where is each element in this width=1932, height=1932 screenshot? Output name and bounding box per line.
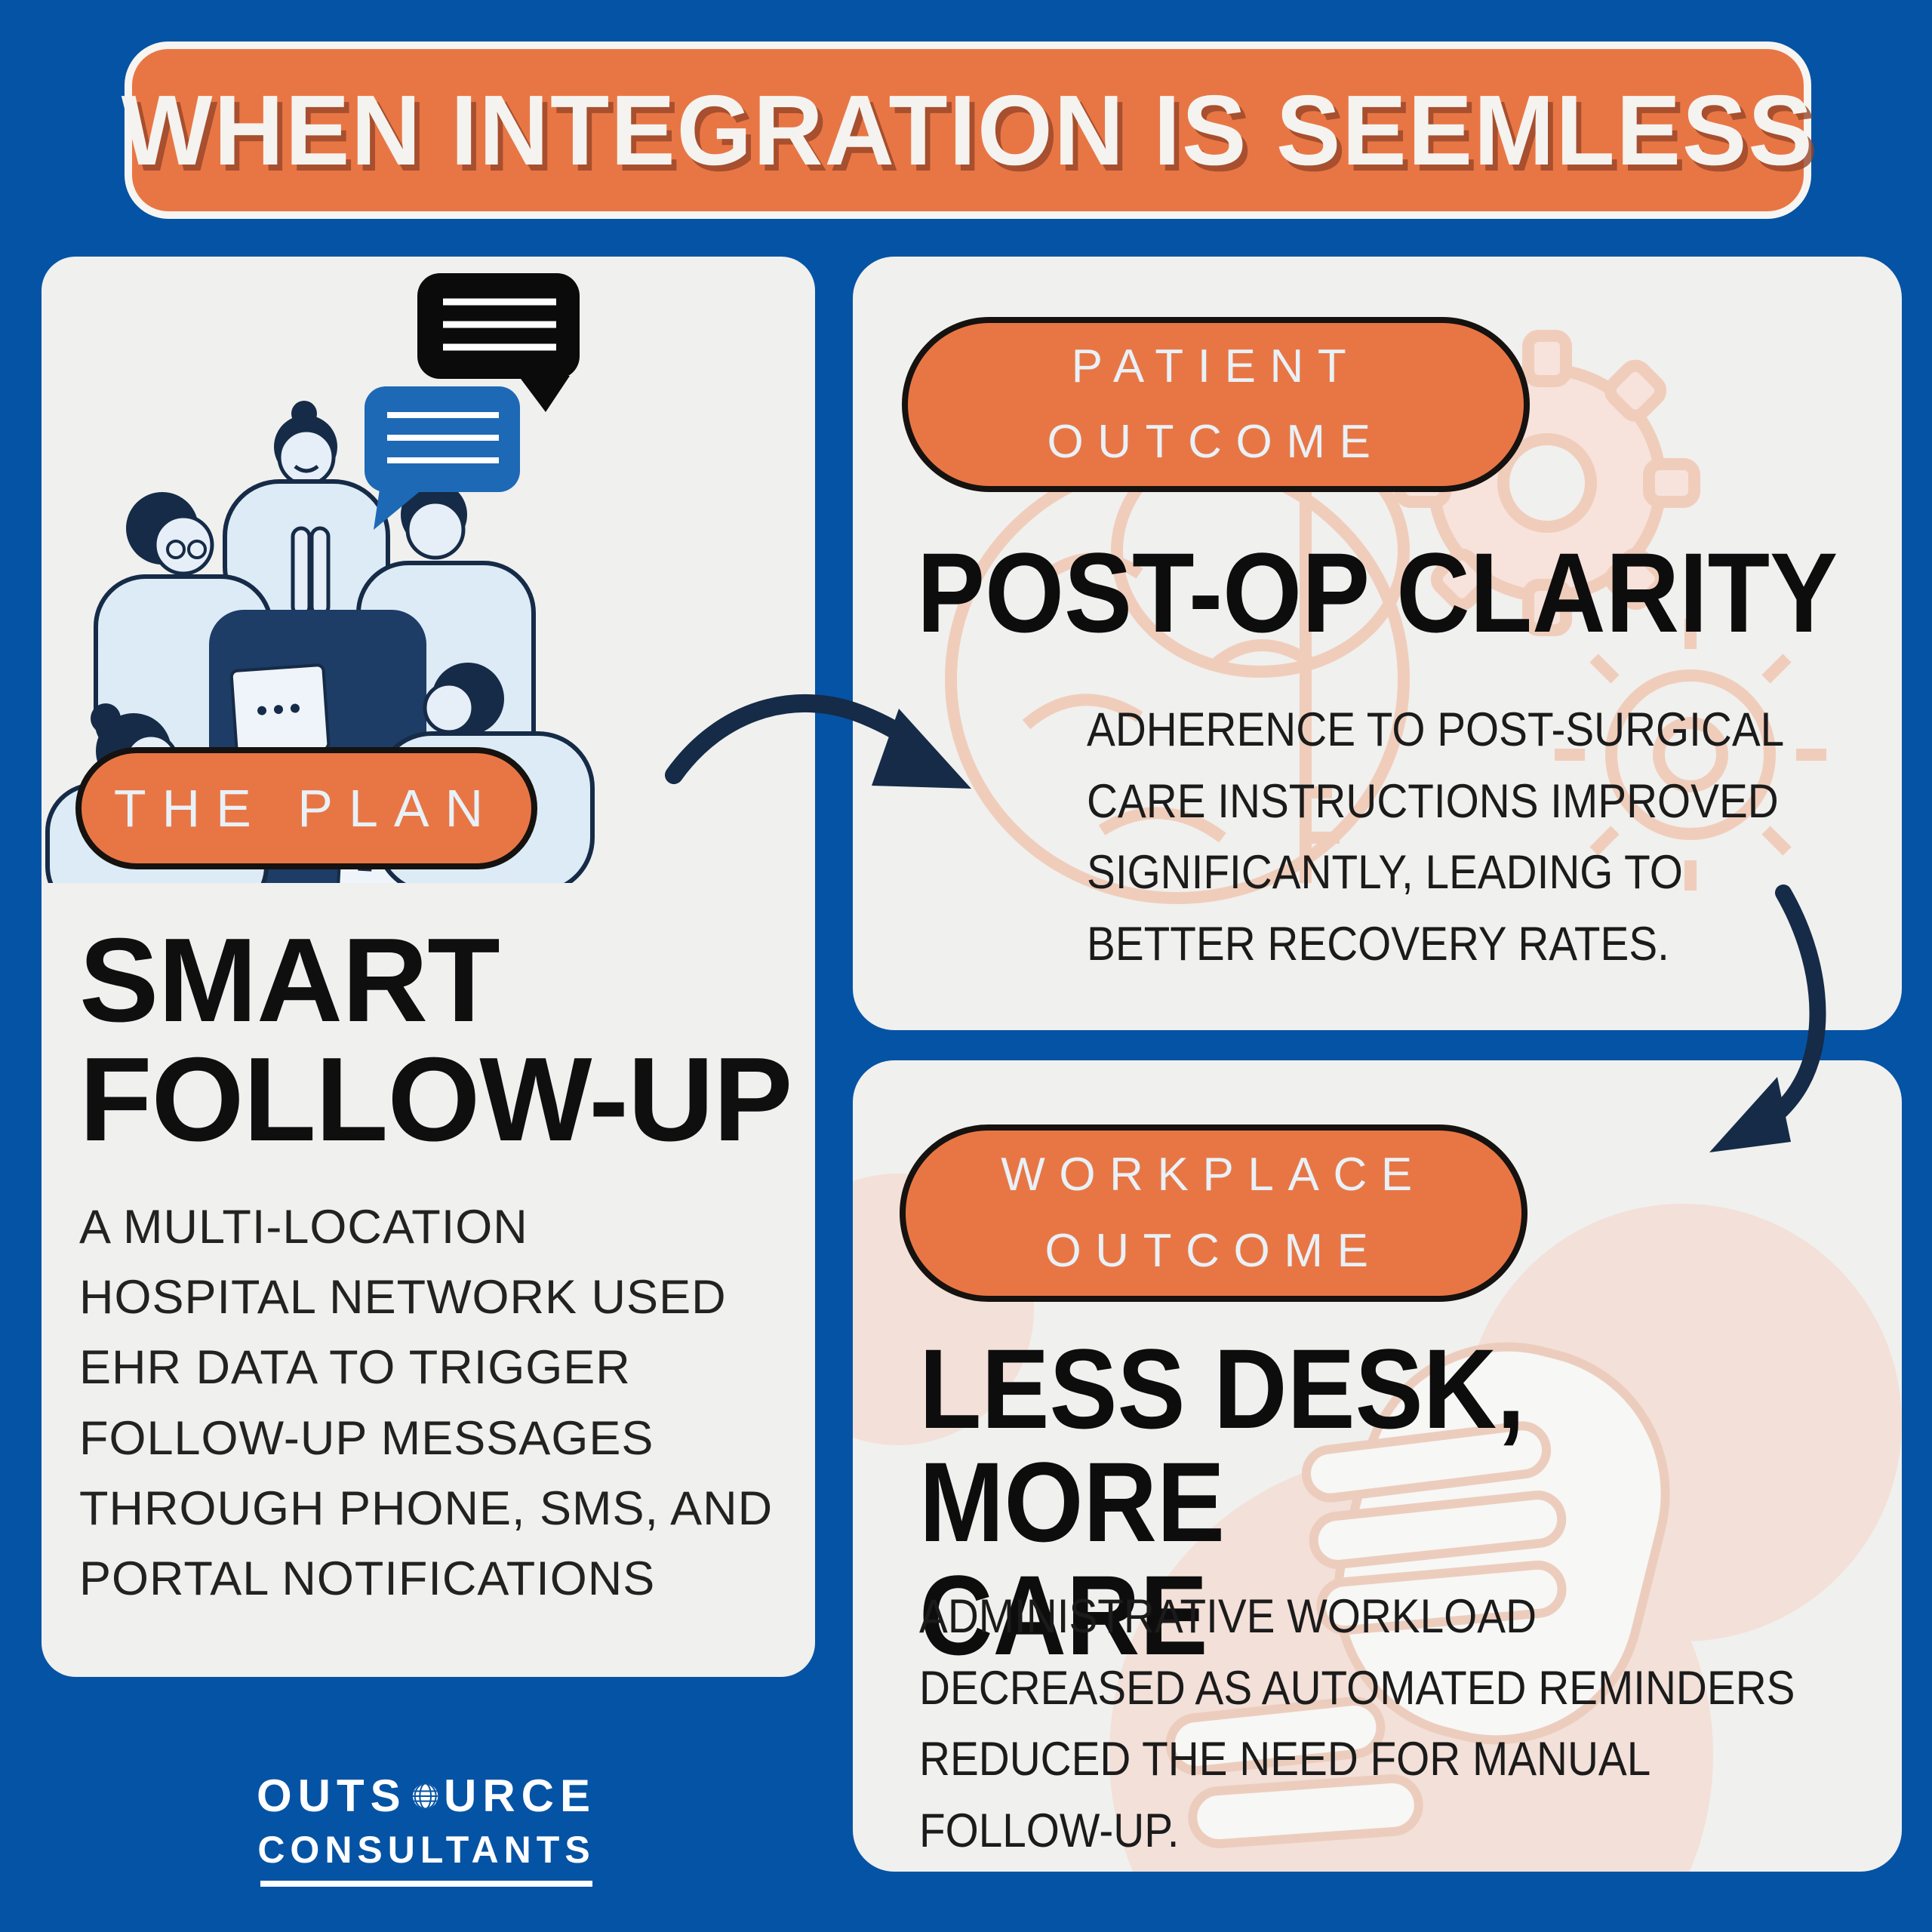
logo-subtext: CONSULTANTS	[257, 1829, 595, 1871]
workplace-heading: LESS DESK, MORE CARE	[919, 1325, 1525, 1678]
plan-pill: THE PLAN	[75, 747, 537, 869]
gear-icon-small	[1555, 619, 1826, 891]
patient-pill-label: PATIENT OUTCOME	[1047, 340, 1385, 468]
workplace-outcome-pill: WORKPLACE OUTCOME	[900, 1124, 1527, 1302]
black-speech-bubble-icon	[417, 273, 580, 412]
blue-speech-bubble-icon	[365, 386, 520, 530]
logo-text-pre: OUTS	[257, 1770, 407, 1821]
company-logo: OUTS URCE CONSULTANTS	[257, 1770, 596, 1887]
globe-icon	[412, 1783, 438, 1809]
plan-heading: SMART FOLLOW-UP	[79, 914, 792, 1166]
patient-outcome-card: PATIENT OUTCOME POST-OP CLARITY ADHERENC…	[853, 257, 1902, 1030]
logo-text-post: URCE	[443, 1770, 596, 1821]
patient-outcome-pill: PATIENT OUTCOME	[902, 317, 1530, 492]
handshake-illustration	[853, 1174, 1902, 1872]
workplace-body: ADMINISTRATIVE WORKLOAD DECREASED AS AUT…	[919, 1590, 1795, 1857]
header-banner: WHEN INTEGRATION IS SEEMLESS	[121, 42, 1815, 219]
workplace-outcome-card: WORKPLACE OUTCOME LESS DESK, MORE CARE A…	[853, 1060, 1902, 1872]
plan-card: THE PLAN SMART FOLLOW-UP A MULTI-LOCATIO…	[42, 257, 815, 1677]
clasped-hands	[1165, 1342, 1670, 1849]
plan-pill-label: THE PLAN	[113, 779, 500, 838]
plan-body: A MULTI-LOCATION HOSPITAL NETWORK USED E…	[79, 1201, 774, 1606]
page-title: WHEN INTEGRATION IS SEEMLESS	[121, 75, 1815, 186]
workplace-pill-label: WORKPLACE OUTCOME	[1001, 1149, 1426, 1277]
patient-body: ADHERENCE TO POST-SURGICAL CARE INSTRUCT…	[1087, 703, 1785, 971]
curved-arrow-right-icon	[665, 694, 971, 789]
curved-arrow-down-icon	[1709, 884, 1826, 1152]
patient-heading: POST-OP CLARITY	[917, 529, 1838, 656]
logo-underline	[260, 1881, 592, 1887]
logo-wordmark: OUTS URCE	[257, 1770, 596, 1822]
